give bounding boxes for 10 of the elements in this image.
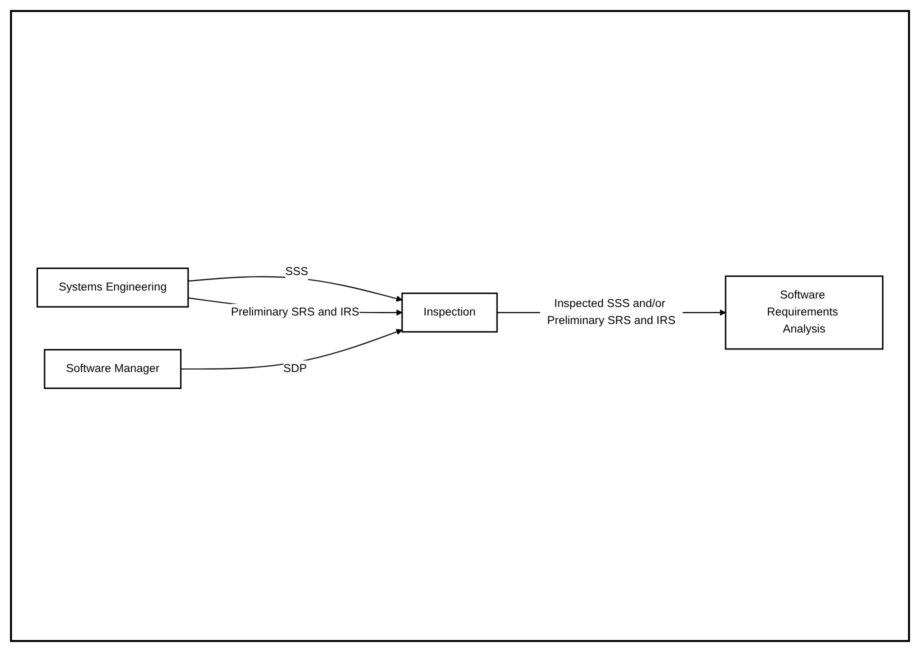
- edge-label: SSS: [285, 266, 308, 278]
- arrow: [188, 276, 402, 302]
- node-box: Software Requirements Analysis: [724, 275, 884, 350]
- edge-label: SDP: [283, 362, 307, 375]
- node-box: Inspection: [401, 292, 498, 333]
- node-box: Systems Engineering: [36, 268, 189, 308]
- arrow: [180, 328, 402, 370]
- edge-label: Preliminary SRS and IRS: [230, 306, 360, 318]
- edge-label: Inspected SSS and/or Preliminary SRS and IRS: [547, 298, 676, 327]
- node-box: Software Manager: [44, 349, 182, 389]
